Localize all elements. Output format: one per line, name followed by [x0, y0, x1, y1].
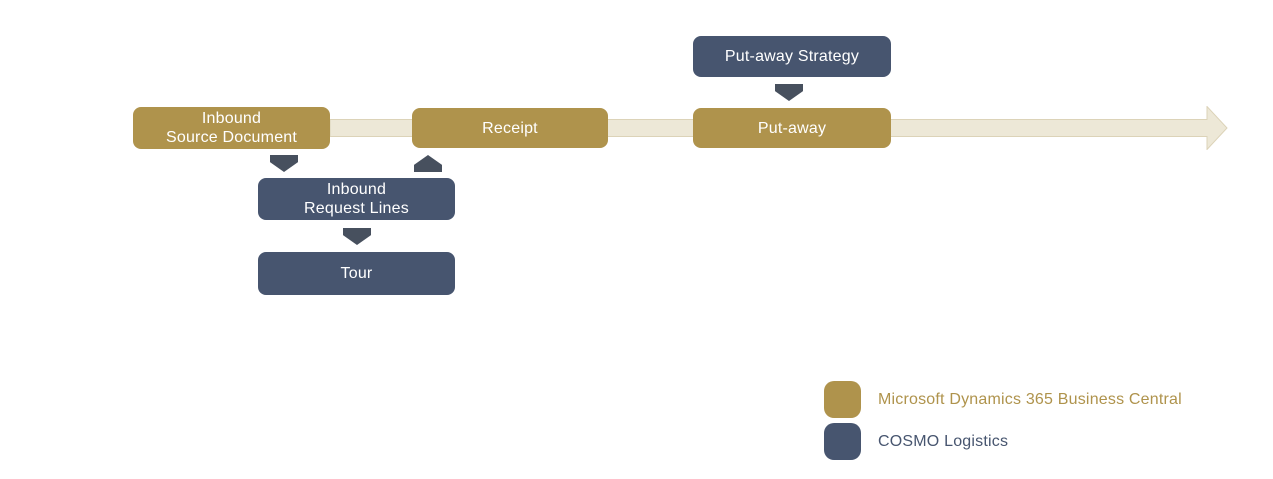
legend-item-business-central: Microsoft Dynamics 365 Business Central	[824, 381, 1244, 418]
legend: Microsoft Dynamics 365 Business Central …	[824, 381, 1244, 460]
node-put-away-strategy: Put-away Strategy	[693, 36, 891, 77]
legend-label: Microsoft Dynamics 365 Business Central	[878, 390, 1182, 408]
chevron-down-icon	[343, 228, 371, 245]
node-inbound-request-lines: Inbound Request Lines	[258, 178, 455, 220]
legend-swatch-gold	[824, 381, 861, 418]
chevron-up-icon	[414, 155, 442, 172]
legend-swatch-blue	[824, 423, 861, 460]
node-inbound-source-document: Inbound Source Document	[133, 107, 330, 149]
chevron-down-icon	[270, 155, 298, 172]
legend-item-cosmo-logistics: COSMO Logistics	[824, 423, 1244, 460]
node-put-away: Put-away	[693, 108, 891, 148]
legend-label: COSMO Logistics	[878, 432, 1009, 450]
node-tour: Tour	[258, 252, 455, 295]
chevron-down-icon	[775, 84, 803, 101]
node-receipt: Receipt	[412, 108, 608, 148]
